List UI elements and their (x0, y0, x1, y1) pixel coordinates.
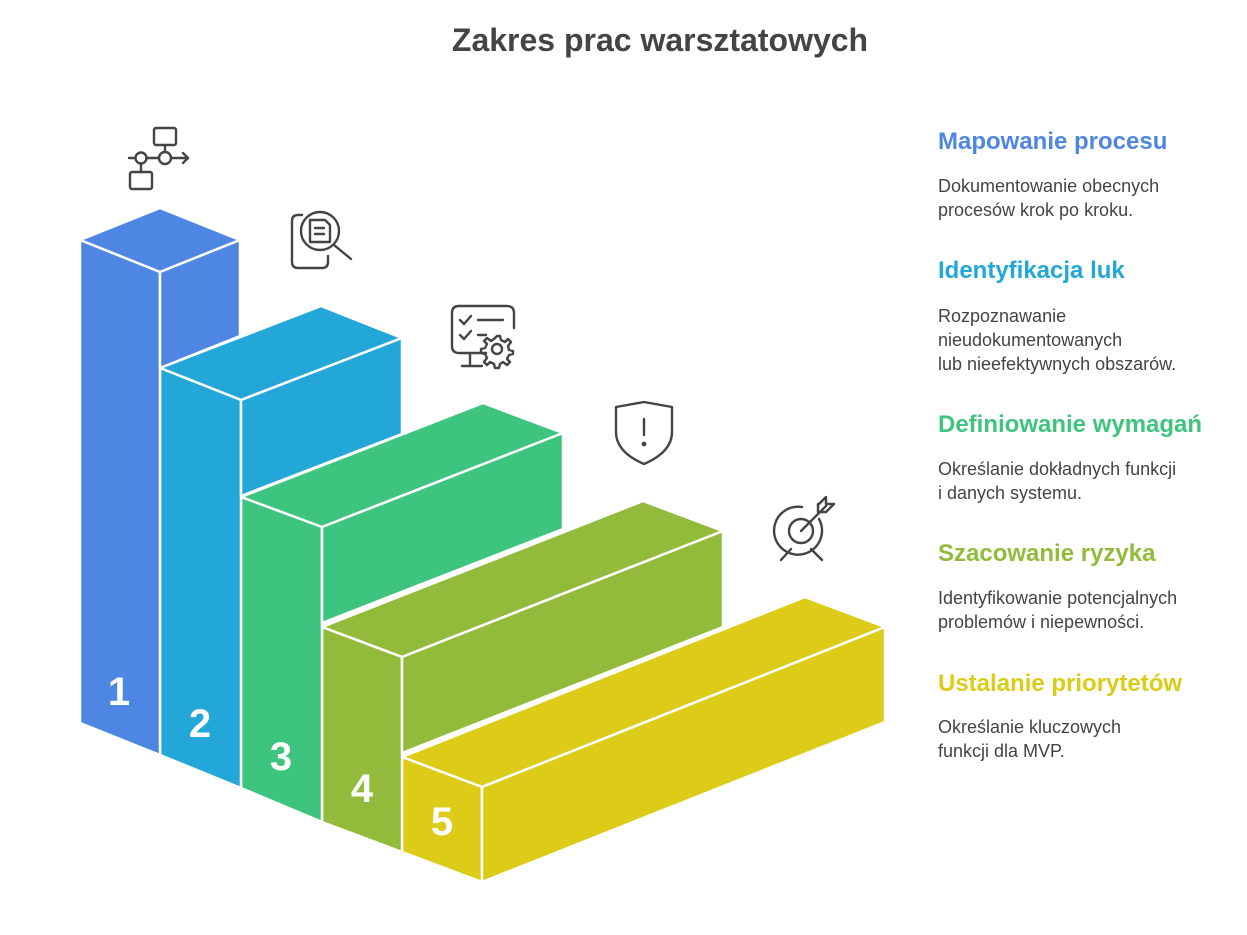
stairs-diagram: 1 2 3 4 5 (78, 126, 887, 884)
step-4-block (320, 499, 725, 854)
page-title: Zakres prac warsztatowych (451, 22, 869, 58)
step-5-description: Określanie kluczowych funkcji dla MVP. (938, 717, 1122, 761)
step-2-number: 2 (189, 702, 211, 746)
step-2-block (158, 304, 404, 790)
step-1-title: Mapowanie procesu (938, 128, 1168, 155)
target-icon (772, 495, 836, 562)
step-4-number: 4 (351, 767, 374, 811)
step-1-description: Dokumentowanie obecnych procesów krok po… (938, 176, 1160, 220)
step-1-front (78, 238, 162, 757)
step-3-number: 3 (270, 735, 292, 779)
step-4-description: Identyfikowanie potencjalnych problemów … (938, 588, 1178, 632)
step-5-number: 5 (431, 800, 453, 844)
document-search-icon (290, 210, 353, 270)
step-1-number: 1 (108, 670, 130, 714)
step-2-title: Identyfikacja luk (938, 257, 1125, 284)
checklist-settings-icon (450, 304, 516, 370)
process-map-icon (127, 126, 190, 191)
step-5-side (480, 625, 887, 884)
step-3-block (239, 401, 565, 824)
step-3-description: Określanie dokładnych funkcji i danych s… (938, 459, 1177, 503)
shield-alert-icon (614, 400, 674, 466)
step-4-title: Szacowanie ryzyka (938, 540, 1156, 567)
step-2-side (239, 336, 404, 498)
step-4-side (400, 529, 725, 755)
step-4-front (320, 625, 404, 854)
step-2-description: Rozpoznawanie nieudokumentowanych lub ni… (938, 306, 1177, 374)
step-5-block (400, 595, 887, 884)
step-5-title: Ustalanie priorytetów (938, 670, 1183, 697)
step-1-block (78, 206, 242, 757)
step-1-side (158, 238, 242, 370)
step-3-title: Definiowanie wymagań (938, 411, 1203, 438)
step-3-side (320, 431, 565, 625)
